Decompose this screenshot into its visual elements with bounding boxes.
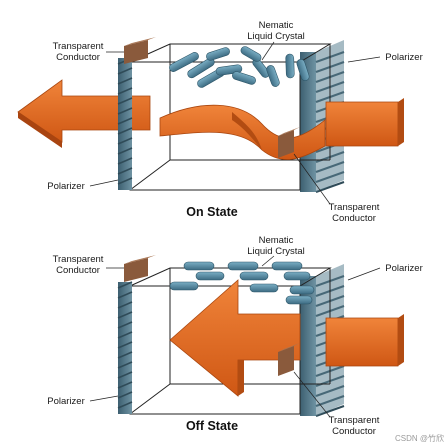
off-left-polarizer bbox=[117, 281, 133, 414]
on-label-conductor-top-line2: Conductor bbox=[56, 52, 100, 63]
on-label-conductor-bottom-line1: Transparent bbox=[329, 202, 380, 213]
on-left-polarizer bbox=[117, 57, 133, 190]
on-liquid-crystal-molecules bbox=[169, 46, 310, 88]
watermark-text: CSDN @竹欣 bbox=[395, 433, 444, 443]
on-top-conductor bbox=[124, 37, 156, 64]
on-state-title: On State bbox=[186, 205, 237, 219]
off-liquid-crystal-molecules bbox=[169, 261, 315, 305]
on-label-lc-line1: Nematic bbox=[259, 20, 294, 31]
on-state-panel bbox=[17, 37, 404, 193]
off-label-conductor-top-line1: Transparent bbox=[53, 254, 104, 265]
on-entry-arrow bbox=[325, 98, 404, 147]
off-top-conductor bbox=[124, 255, 156, 282]
off-label-conductor-bottom-line1: Transparent bbox=[329, 415, 380, 426]
off-state-title: Off State bbox=[186, 419, 238, 433]
on-label-polarizer-right: Polarizer bbox=[385, 52, 423, 63]
off-state-panel bbox=[117, 255, 404, 417]
off-label-polarizer-left: Polarizer bbox=[47, 396, 85, 407]
off-bottom-conductor bbox=[278, 343, 300, 376]
on-label-conductor-bottom-line2: Conductor bbox=[332, 213, 376, 224]
off-cell-arrow bbox=[169, 279, 301, 397]
off-label-lc-line2: Liquid Crystal bbox=[247, 246, 305, 257]
off-label-lc-line1: Nematic bbox=[259, 235, 294, 246]
off-label-polarizer-right: Polarizer bbox=[385, 263, 423, 274]
off-label-conductor-bottom-line2: Conductor bbox=[332, 426, 376, 437]
on-label-lc-line2: Liquid Crystal bbox=[247, 31, 305, 42]
off-entry-arrow bbox=[325, 314, 404, 367]
off-label-conductor-top-line2: Conductor bbox=[56, 265, 100, 276]
on-label-polarizer-left: Polarizer bbox=[47, 181, 85, 192]
on-exit-arrow bbox=[17, 79, 151, 148]
on-label-conductor-top-line1: Transparent bbox=[53, 41, 104, 52]
on-bottom-conductor bbox=[278, 127, 300, 158]
